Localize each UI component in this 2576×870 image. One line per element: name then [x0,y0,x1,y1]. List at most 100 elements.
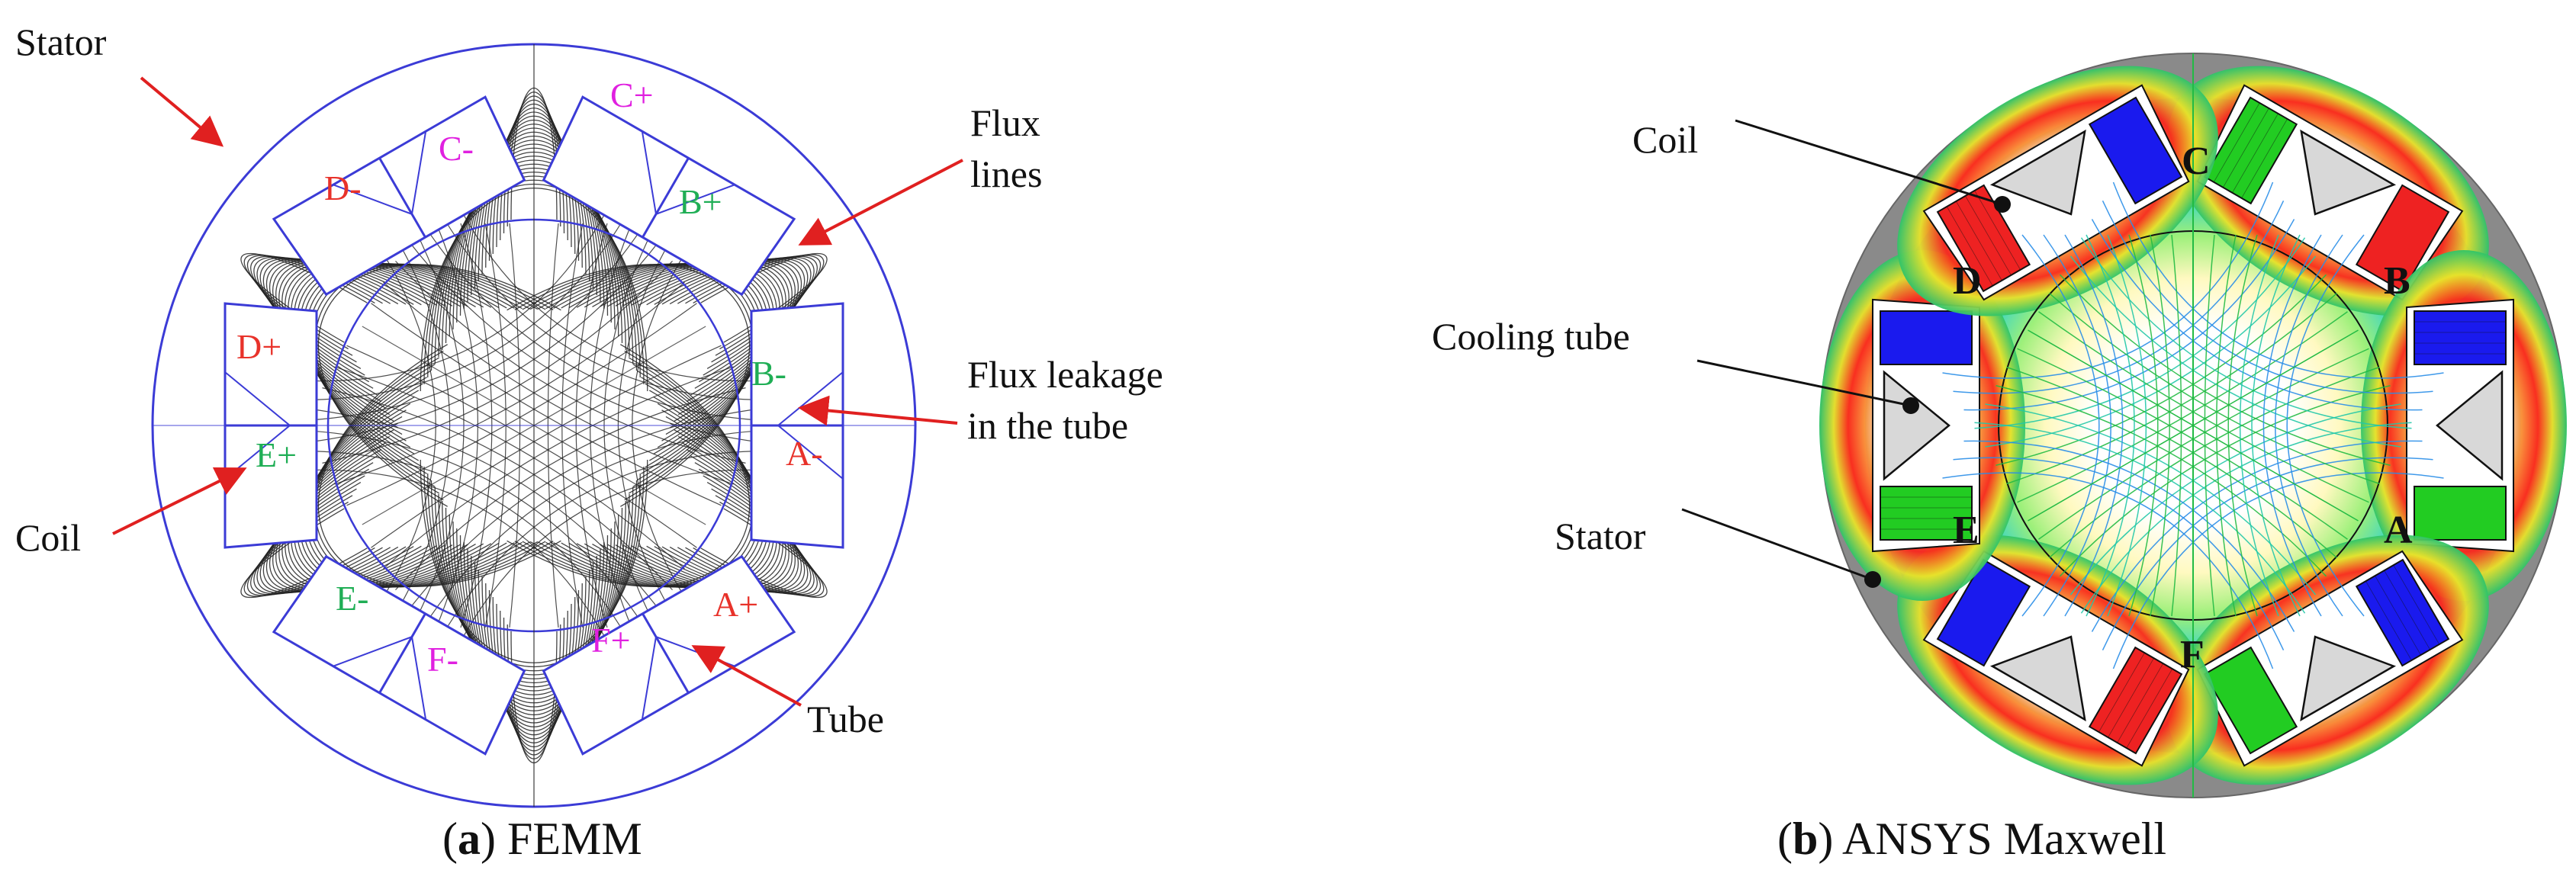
coil-contour [2232,113,2279,194]
flux-line [315,350,554,587]
flux-line [443,469,795,675]
flux-line [630,448,799,592]
flux-line [584,409,780,589]
slot-label: B- [751,354,786,393]
label-tube: Tube [807,698,884,740]
flux-line [622,442,796,591]
coil-contour [2213,102,2260,183]
flux-line [407,408,758,612]
arrow-stator-a [140,76,224,147]
slot-label: D+ [236,327,281,366]
flux-line [622,260,796,409]
flux-line [312,263,546,494]
coil-contour [1955,201,2002,281]
contour-line [2286,234,2365,617]
flux-line [576,403,777,589]
contour-line [1974,237,2306,429]
contour-line [1942,181,2274,379]
coil-block [2203,96,2298,205]
bore-field-group [273,176,795,675]
flux-line [273,176,625,382]
maxwell-slot [1897,66,2218,316]
contour-line [2091,440,2423,632]
contour-line [2275,234,2343,617]
maxwell-slot [2361,250,2567,601]
femm-slot-labels: C-C+D-B+D+B-E+A-E-A+F-F+ [236,75,823,679]
contour-line [2017,311,2348,503]
contour-line [2091,219,2423,411]
bore-contour-group [2021,234,2365,617]
flux-line [615,260,793,416]
coil-contour [1974,190,2021,271]
flux-line [294,262,500,454]
femm-slot [224,302,318,549]
coil-block [1936,184,2031,293]
flux-line [300,262,515,468]
flux-line [317,264,561,507]
femm-slot [750,302,844,549]
phase-label-b: B [2384,259,2410,303]
leader-cooling-tube [1696,359,1912,407]
contour-line [2059,274,2391,466]
phase-label-a: A [2384,509,2413,552]
contour-line [1963,219,2295,411]
contour-line [2171,234,2182,617]
phase-label-e: E [1953,509,1979,552]
flux-line [322,387,673,591]
flux-line [419,218,770,422]
label-flux-lines-1: Flux [970,101,1040,144]
maxwell-slot [1897,535,2218,785]
flux-line [291,262,492,448]
contour-line [2102,200,2433,394]
flux-line [309,263,539,488]
slot-label: B+ [679,182,722,221]
arrow-flux-lines [798,159,963,246]
flux-line [269,259,438,403]
slot-divider [378,157,426,238]
slot-label: D- [324,169,362,207]
flux-line [288,262,484,441]
arrow-coil-a [112,467,247,535]
leader-coil-b [1735,119,2003,206]
slot-label: E+ [256,435,297,474]
phase-label-d: D [1953,259,1982,303]
contour-line [2112,472,2444,669]
flux-line [431,450,783,654]
flux-line [507,344,751,587]
leader-stator-b [1681,508,1873,581]
flux-line [630,259,799,403]
flux-line [553,383,768,589]
maxwell-slots [1819,66,2567,785]
label-stator-a: Stator [15,21,107,63]
slot-divider [642,613,690,694]
contour-line [1953,200,2285,394]
cooling-tube [2300,635,2397,722]
contour-line [2128,234,2159,617]
coil-block [1880,310,1973,365]
flux-line [607,261,790,422]
label-coil-b: Coil [1632,118,1698,161]
flux-line [278,429,461,590]
panel-b-maxwell: C B A F E D Coil Cooling tube Stator (b)… [1432,53,2567,864]
slot-divider [642,157,690,238]
flux-line [281,261,468,429]
contour-line [2017,348,2348,540]
caption-b: (b) ANSYS Maxwell [1777,814,2166,864]
contour-line [1974,422,2306,614]
contour-line [2043,234,2111,617]
cooling-tube [2300,129,2397,216]
flux-line [297,262,507,461]
flux-line [584,262,780,441]
flux-line [514,350,753,587]
label-flux-leakage-1: Flux leakage [967,353,1163,396]
flux-line [281,422,468,590]
phase-label-c: C [2182,140,2211,183]
slot-divider [378,613,426,694]
slot-label: A- [786,434,823,473]
contour-line [2059,385,2391,577]
flux-line [297,429,649,633]
contour-line [2064,234,2124,617]
coil-block [2414,310,2507,365]
flux-line [285,416,476,589]
